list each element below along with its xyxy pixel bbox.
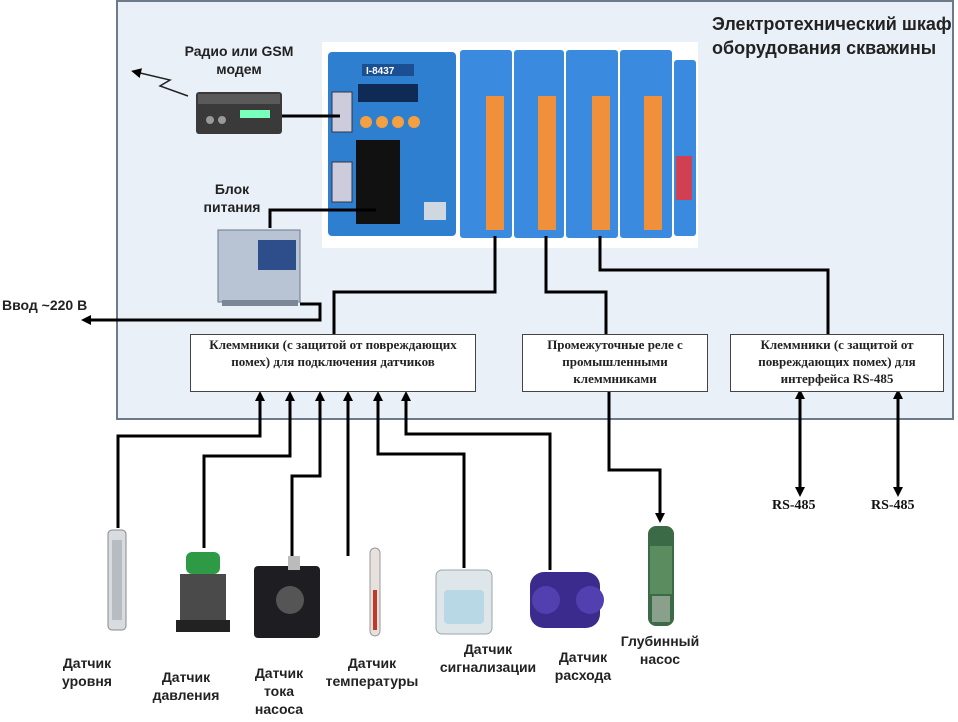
wire-flow-sensor (401, 391, 552, 570)
current-sensor-label: Датчик тока насоса (254, 665, 304, 717)
alarm-sensor-icon (435, 569, 493, 635)
wire-alarm-sensor (373, 391, 466, 568)
mains-input-label: Ввод ~220 В (2, 297, 88, 313)
modem-device (196, 92, 282, 134)
level-sensor-label: Датчик уровня (62, 655, 112, 689)
plc-model-label: I-8437 (366, 66, 395, 77)
plc-to-rs-terminals (598, 236, 830, 334)
rs485-terminals-box: Клеммники (с защитой от повреждающих пом… (730, 334, 944, 392)
sensor-terminals-box: Клеммники (с защитой от повреждающих пом… (190, 334, 476, 392)
flow-sensor-label: Датчик расхода (554, 649, 612, 683)
plc-modules (460, 50, 696, 238)
pressure-sensor-label: Датчик давления (152, 669, 220, 703)
flow-sensor-icon (530, 572, 604, 628)
current-sensor-icon (254, 556, 320, 638)
plc-controller: I-8437 (322, 42, 698, 248)
rs485-left-label: RS-485 (772, 498, 816, 513)
rs485-right-label: RS-485 (871, 498, 915, 513)
modem-label: Радио или GSM модем (184, 43, 294, 77)
relays-box: Промежуточные реле с промышленными клемм… (522, 334, 708, 392)
alarm-sensor-label: Датчик сигнализации (439, 641, 537, 675)
mains-input-line (81, 302, 322, 325)
cabinet-title: Электротехнический шкаф оборудования скв… (712, 14, 952, 58)
plc-to-sensor-terminals (332, 236, 497, 334)
wire-pressure-sensor (202, 391, 295, 548)
relay-to-pump (607, 392, 665, 523)
power-supply-label: Блок питания (203, 181, 261, 215)
level-sensor-icon (107, 529, 127, 631)
deep-pump-icon (648, 526, 674, 626)
power-cable (268, 208, 376, 228)
pressure-sensor-icon (176, 552, 230, 632)
radio-signal-icon (131, 68, 189, 97)
temperature-sensor-icon (369, 547, 381, 637)
pump-label: Глубинный насос (620, 633, 700, 667)
power-supply-device (217, 229, 301, 306)
wire-current-sensor (290, 391, 325, 556)
plc-to-relays (544, 236, 608, 334)
wire-level-sensor (116, 391, 265, 528)
temperature-sensor-label: Датчик температуры (325, 655, 419, 689)
